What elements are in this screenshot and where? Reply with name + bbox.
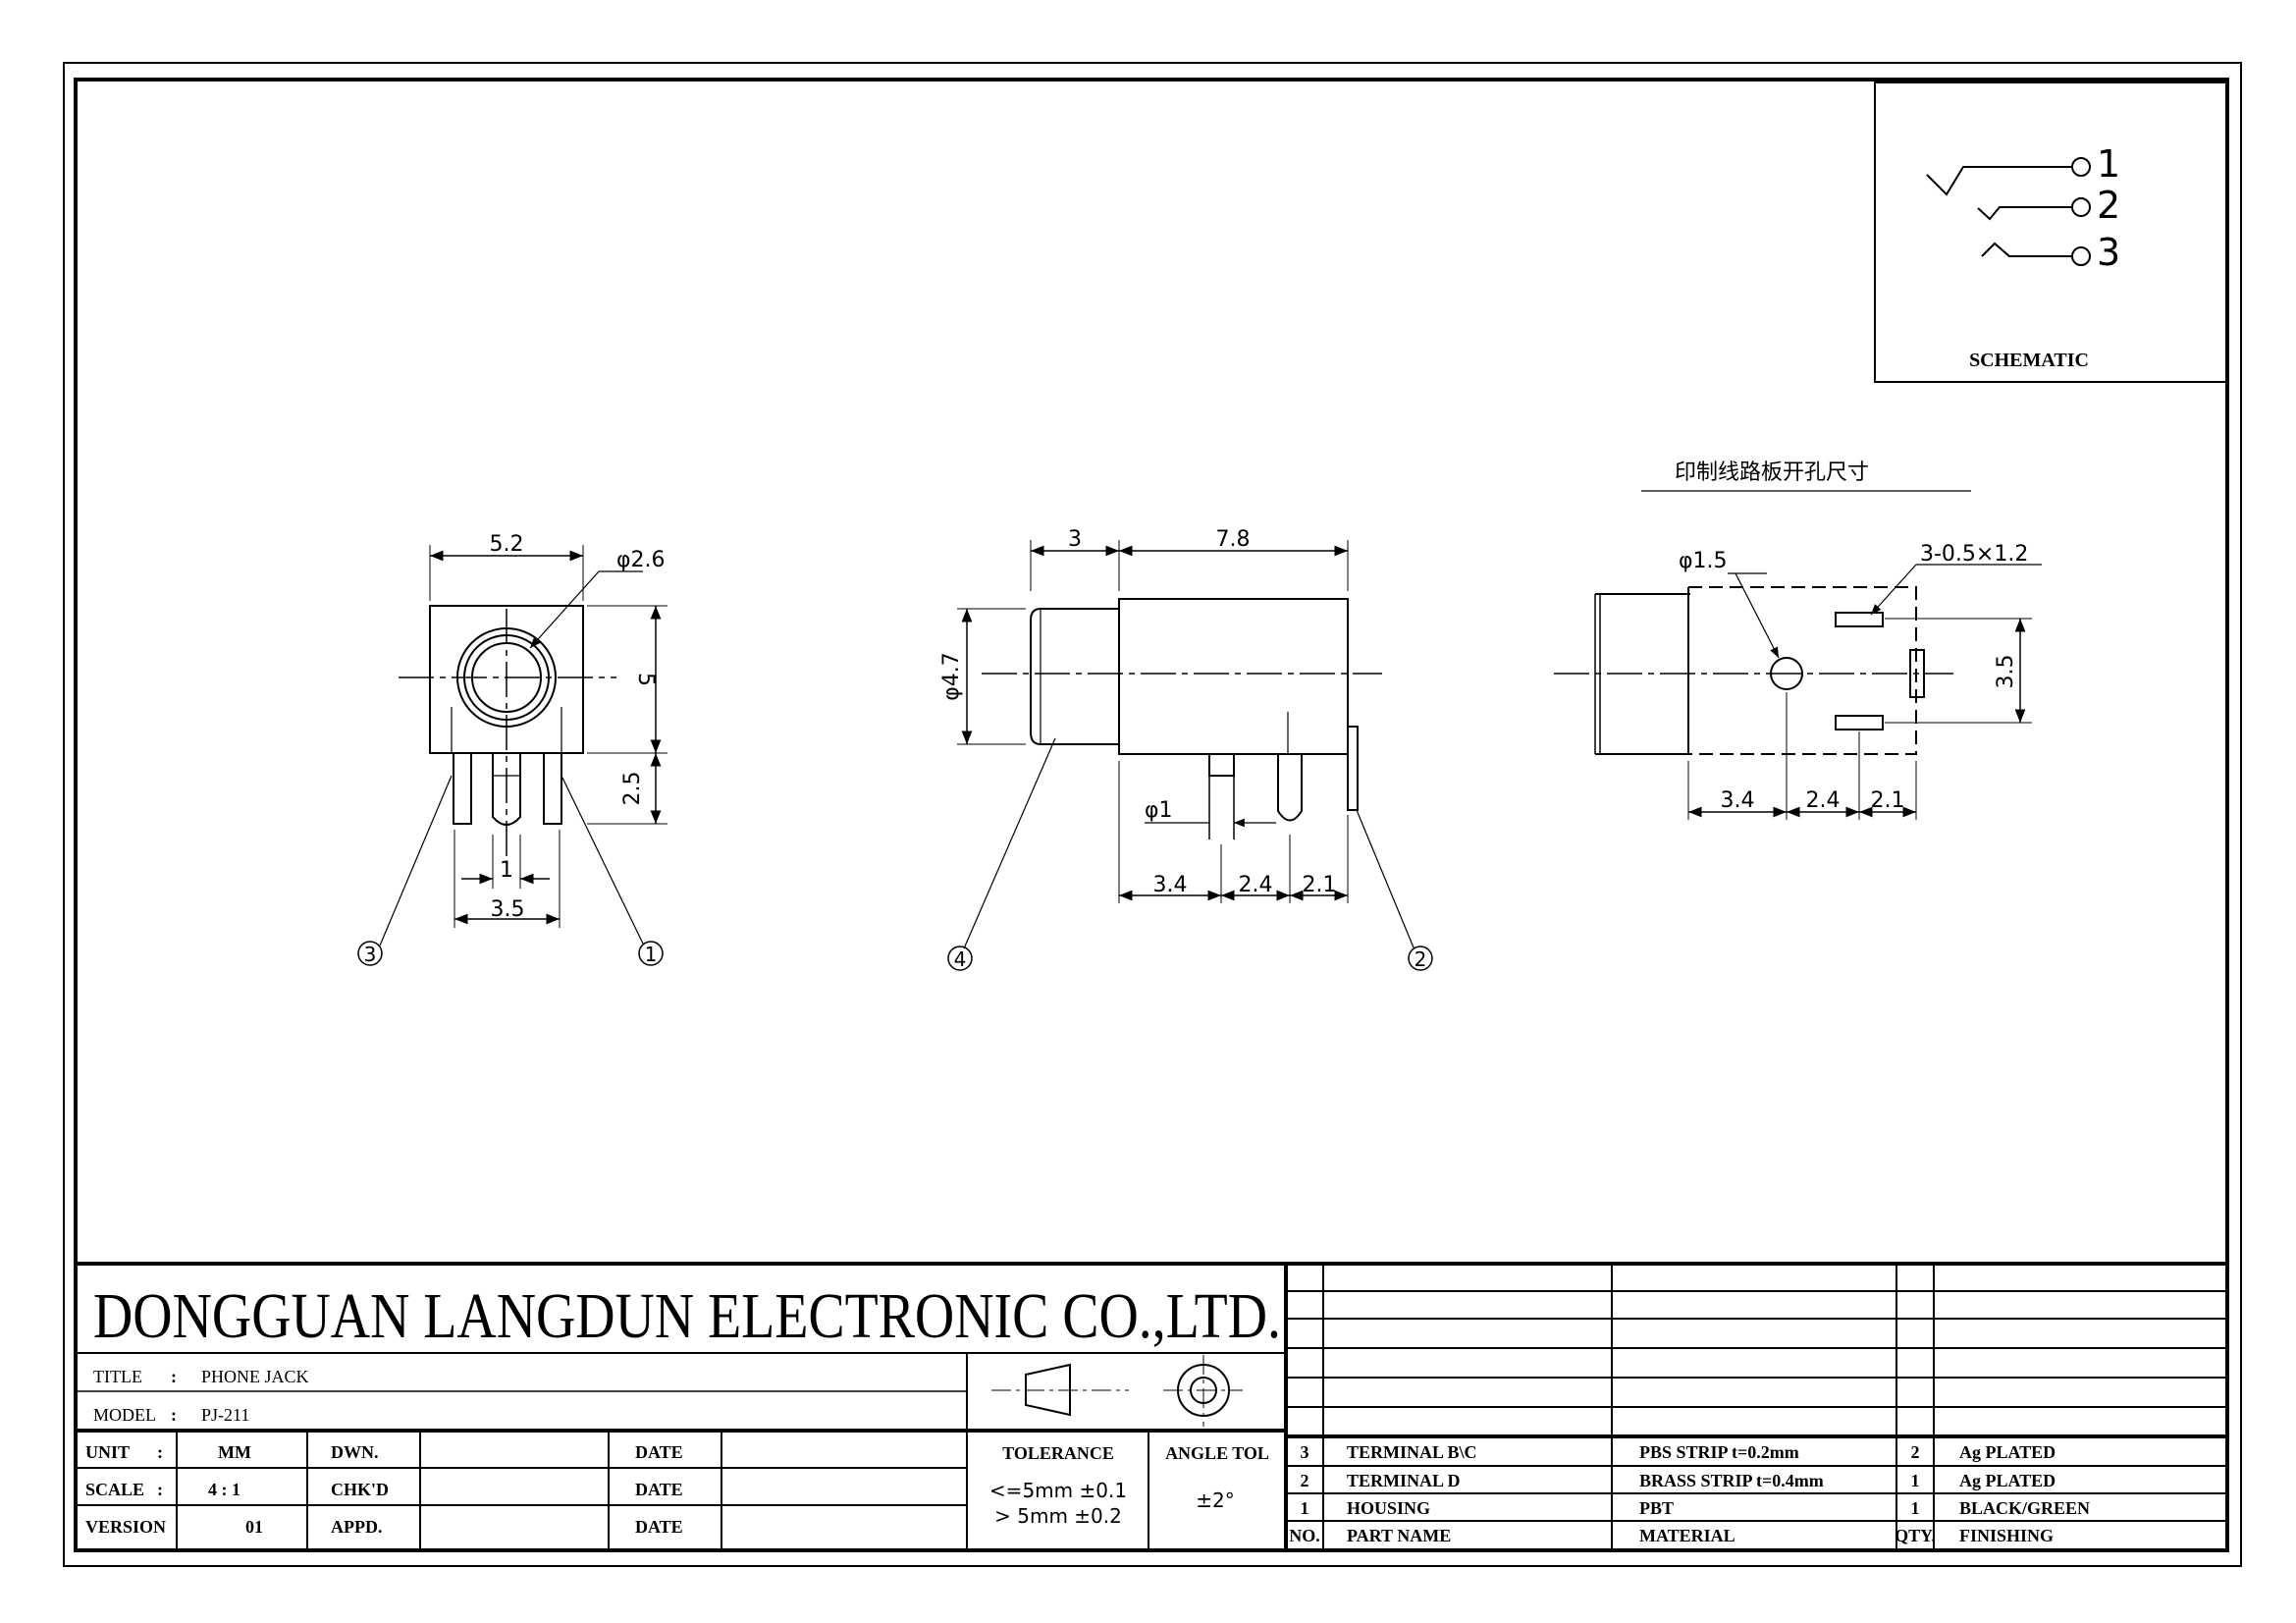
dim-pin-1: 1 bbox=[500, 858, 513, 883]
schematic-pin-3: 3 bbox=[2097, 231, 2120, 274]
dim-height-5: 5 bbox=[633, 673, 658, 686]
bom-row-3-material: PBS STRIP t=0.2mm bbox=[1639, 1442, 1799, 1462]
bom-header-no: NO. bbox=[1289, 1526, 1320, 1545]
dim-length-3: 3 bbox=[1068, 527, 1082, 552]
title-block-lines bbox=[76, 1262, 2227, 1550]
version-value: 01 bbox=[245, 1517, 263, 1537]
bom-row-3-no: 3 bbox=[1301, 1442, 1309, 1462]
version-label: VERSION bbox=[85, 1517, 166, 1537]
pcb-title: 印制线路板开孔尺寸 bbox=[1675, 460, 1869, 485]
title-value: PHONE JACK bbox=[201, 1367, 309, 1386]
bom-header-material: MATERIAL bbox=[1639, 1526, 1735, 1545]
dim-span-3-5: 3.5 bbox=[491, 897, 525, 922]
chkd-label: CHK'D bbox=[331, 1480, 389, 1499]
outer-border bbox=[63, 62, 2242, 1567]
dim-width-5-2: 5.2 bbox=[490, 532, 524, 557]
dwn-label: DWN. bbox=[331, 1442, 379, 1462]
date-label-2: DATE bbox=[635, 1480, 683, 1499]
unit-value: MM bbox=[218, 1442, 251, 1462]
side-view bbox=[947, 540, 1433, 971]
pcb-view-labels: 印制线路板开孔尺寸 φ1.5 3-0.5×1.2 3.5 3.4 2.4 2.1 bbox=[1675, 460, 2028, 813]
bom-row-1-qty: 1 bbox=[1911, 1498, 1920, 1518]
inner-border bbox=[74, 78, 2229, 1552]
svg-text::: : bbox=[171, 1367, 177, 1386]
schematic-pin-1: 1 bbox=[2097, 142, 2120, 186]
svg-text::: : bbox=[157, 1442, 163, 1462]
dim-pcb-2-4: 2.4 bbox=[1806, 788, 1841, 813]
pcb-view bbox=[1554, 490, 2042, 820]
dim-pcb-3-5: 3.5 bbox=[1994, 655, 2018, 689]
dim-slot: 3-0.5×1.2 bbox=[1920, 542, 2028, 567]
bom-row-2-part: TERMINAL D bbox=[1347, 1471, 1461, 1490]
dim-dia-2-6: φ2.6 bbox=[616, 548, 666, 572]
balloon-2: 2 bbox=[1415, 947, 1427, 971]
dim-length-7-8: 7.8 bbox=[1216, 527, 1251, 552]
front-view bbox=[357, 545, 667, 966]
svg-text::: : bbox=[157, 1480, 163, 1499]
bom-row-1-part: HOUSING bbox=[1347, 1498, 1430, 1518]
model-label: MODEL bbox=[93, 1405, 156, 1425]
bom-row-1-finish: BLACK/GREEN bbox=[1959, 1498, 2090, 1518]
date-label-1: DATE bbox=[635, 1442, 683, 1462]
balloon-4: 4 bbox=[954, 947, 967, 971]
bom-row-2-material: BRASS STRIP t=0.4mm bbox=[1639, 1471, 1824, 1490]
appd-label: APPD. bbox=[331, 1517, 383, 1537]
balloon-1: 1 bbox=[645, 943, 658, 966]
bom-header-part: PART NAME bbox=[1347, 1526, 1451, 1545]
dim-pcb-3-4: 3.4 bbox=[1721, 788, 1755, 813]
bom-row-3-finish: Ag PLATED bbox=[1959, 1442, 2056, 1462]
bom-row-1-material: PBT bbox=[1639, 1498, 1674, 1518]
schematic-box: 1 2 3 SCHEMATIC bbox=[1874, 81, 2227, 383]
dim-side-3-4: 3.4 bbox=[1153, 873, 1188, 897]
front-view-labels: 5.2 φ2.6 5 2.5 1 3.5 3 1 bbox=[364, 532, 666, 966]
title-label: TITLE bbox=[93, 1367, 142, 1386]
dim-dia-1: φ1 bbox=[1145, 798, 1173, 823]
tolerance-line-1: <=5mm ±0.1 bbox=[989, 1479, 1127, 1502]
side-view-labels: 3 7.8 φ4.7 φ1 3.4 2.4 2.1 4 2 bbox=[939, 527, 1426, 971]
svg-text::: : bbox=[171, 1405, 177, 1425]
dim-side-2-1: 2.1 bbox=[1303, 873, 1337, 897]
bom-row-2-no: 2 bbox=[1301, 1471, 1309, 1490]
schematic-pin-2: 2 bbox=[2097, 184, 2120, 227]
model-value: PJ-211 bbox=[201, 1405, 249, 1425]
angle-tol-value: ±2° bbox=[1196, 1488, 1234, 1512]
angle-tol-label: ANGLE TOL bbox=[1165, 1443, 1269, 1463]
tolerance-label: TOLERANCE bbox=[1002, 1443, 1114, 1463]
scale-value: 4 : 1 bbox=[208, 1480, 240, 1499]
dim-dia-4-7: φ4.7 bbox=[939, 652, 964, 701]
bom-row-3-part: TERMINAL B\C bbox=[1347, 1442, 1477, 1462]
bom-row-2-finish: Ag PLATED bbox=[1959, 1471, 2056, 1490]
bom-row-1-no: 1 bbox=[1301, 1498, 1309, 1518]
scale-label: SCALE bbox=[85, 1480, 144, 1499]
bom-row-2-qty: 1 bbox=[1911, 1471, 1920, 1490]
schematic-title: SCHEMATIC bbox=[1969, 350, 2089, 371]
dim-dia-1-5: φ1.5 bbox=[1679, 549, 1728, 573]
dim-pcb-2-1: 2.1 bbox=[1871, 788, 1905, 813]
bom-row-3-qty: 2 bbox=[1911, 1442, 1920, 1462]
unit-label: UNIT bbox=[85, 1442, 130, 1462]
tolerance-line-2: > 5mm ±0.2 bbox=[994, 1504, 1122, 1528]
date-label-3: DATE bbox=[635, 1517, 683, 1537]
balloon-3: 3 bbox=[364, 943, 377, 966]
dim-side-2-4: 2.4 bbox=[1239, 873, 1273, 897]
bom-header-finishing: FINISHING bbox=[1959, 1526, 2054, 1545]
company-name: DONGGUAN LANGDUN ELECTRONIC CO.,LTD. bbox=[93, 1280, 1281, 1352]
dim-pin-2-5: 2.5 bbox=[620, 772, 645, 806]
bom-header-qty: QTY. bbox=[1895, 1526, 1936, 1545]
title-block-text: DONGGUAN LANGDUN ELECTRONIC CO.,LTD. TIT… bbox=[85, 1280, 2090, 1545]
